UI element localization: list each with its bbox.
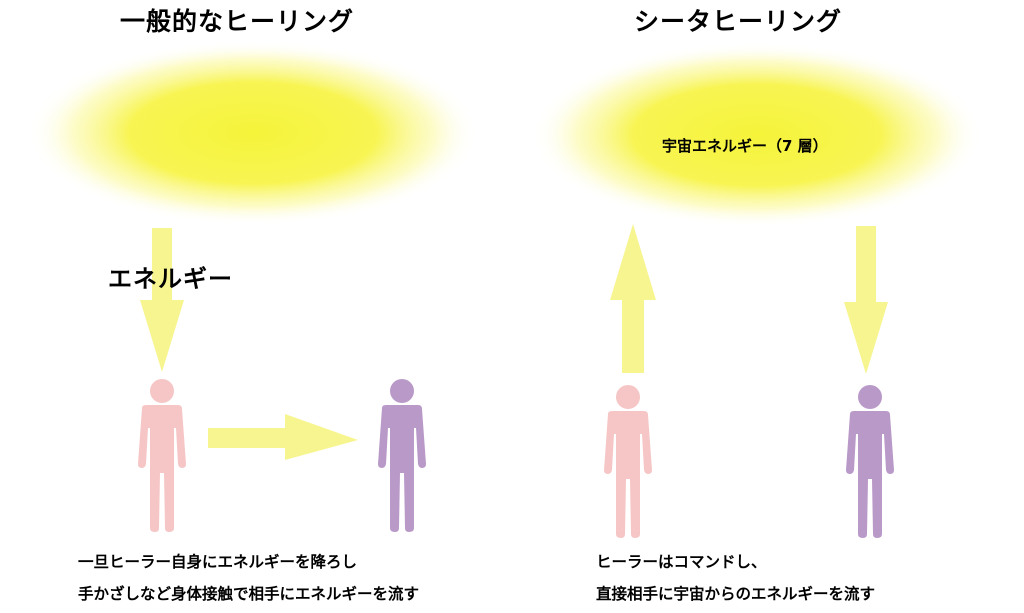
right-caption-line-2: 直接相手に宇宙からのエネルギーを流す — [596, 585, 876, 603]
recipient-icon-right — [846, 385, 894, 538]
right-arrow — [208, 414, 358, 460]
up-arrow — [610, 224, 656, 373]
left-caption-line-1: 一旦ヒーラー自身にエネルギーを降ろし — [78, 553, 358, 571]
left-panel-title: 一般的なヒーリング — [120, 7, 355, 36]
healer-icon-left — [138, 379, 186, 532]
down-arrow-right — [844, 226, 888, 374]
energy-label: エネルギー — [108, 265, 233, 293]
right-caption-line-1: ヒーラーはコマンドし、 — [596, 553, 767, 571]
cosmic-energy-label: 宇宙エネルギー（7 層） — [662, 137, 828, 155]
left-energy-cloud — [28, 41, 478, 225]
left-caption-line-2: 手かざしなど身体接触で相手にエネルギーを流す — [78, 585, 420, 603]
right-energy-cloud — [532, 43, 982, 227]
healer-icon-right — [604, 385, 652, 538]
recipient-icon-left — [378, 379, 426, 532]
right-panel-title: シータヒーリング — [634, 7, 843, 36]
down-arrow-left — [140, 228, 184, 372]
